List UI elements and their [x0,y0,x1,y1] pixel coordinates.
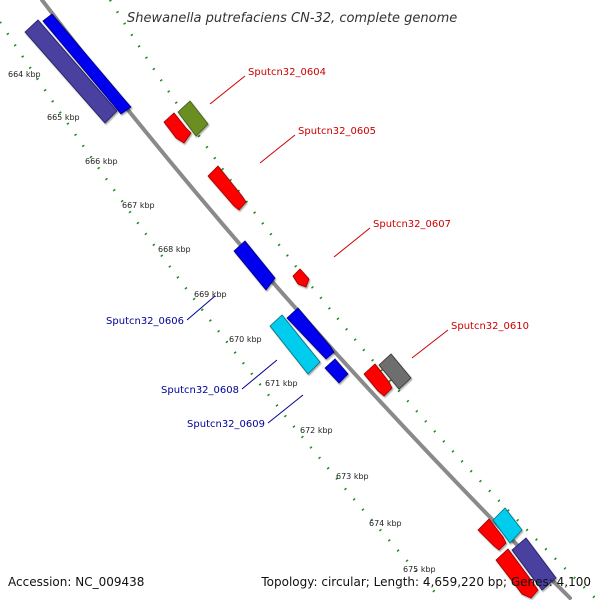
tick-label-664: 664 kbp [8,70,41,79]
gene-label-0609[interactable]: Sputcn32_0609 [187,419,265,430]
callout-line-0609 [267,394,304,424]
gene-label-0608[interactable]: Sputcn32_0608 [161,385,239,396]
callout-line-0610 [411,329,449,359]
outer-track-line [108,0,596,599]
callout-line-0607 [333,227,371,258]
gene-label-0607[interactable]: Sputcn32_0607 [373,219,451,230]
genes-outer-strand [163,100,557,599]
tick-label-675: 675 kbp [403,565,436,574]
label-callouts [186,75,449,424]
gene-label-0605[interactable]: Sputcn32_0605 [298,126,376,137]
gene-labels: Sputcn32_0604 Sputcn32_0605 Sputcn32_060… [106,67,529,430]
tick-label-668: 668 kbp [158,245,191,254]
map-title: Shewanella putrefaciens CN-32, complete … [127,11,457,26]
gene-blue-mid[interactable] [286,307,335,360]
callout-line-0608 [241,359,278,390]
gene-label-0606[interactable]: Sputcn32_0606 [106,316,184,327]
tick-label-673: 673 kbp [336,472,369,481]
tick-label-671: 671 kbp [265,379,298,388]
gene-sputcn32-0610[interactable] [378,353,412,390]
gene-red-bottom-2[interactable] [495,548,539,599]
gene-sputcn32-0606[interactable] [233,240,276,291]
tick-label-672: 672 kbp [300,426,333,435]
tick-label-674: 674 kbp [369,519,402,528]
callout-line-0606 [186,295,216,321]
gene-blue-top[interactable] [42,13,132,115]
gene-sputcn32-0604[interactable] [177,100,209,137]
kbp-tick-labels: 664 kbp 665 kbp 666 kbp 667 kbp 668 kbp … [8,70,436,574]
accession-text: Accession: NC_009438 [8,575,144,589]
gene-red-near-0604[interactable] [163,112,192,144]
gene-label-0604[interactable]: Sputcn32_0604 [248,67,326,78]
gene-red-near-0610[interactable] [363,363,393,397]
gene-label-0610[interactable]: Sputcn32_0610 [451,321,529,332]
gene-navy-bottom[interactable] [511,537,557,591]
tick-label-665: 665 kbp [47,113,80,122]
tick-label-666: 666 kbp [85,157,118,166]
gene-sputcn32-0608[interactable] [269,314,321,375]
gene-sputcn32-0607[interactable] [292,268,310,288]
genome-backbone [40,0,572,600]
tick-label-670: 670 kbp [229,335,262,344]
genes-inner-strand [24,13,349,384]
callout-line-0605 [259,134,296,164]
tick-label-669: 669 kbp [194,290,227,299]
topology-text: Topology: circular; Length: 4,659,220 bp… [260,575,591,589]
gene-sputcn32-0605[interactable] [207,165,247,211]
gene-sputcn32-0609[interactable] [324,358,349,384]
inner-track-line [0,21,441,599]
gene-red-bottom-1[interactable] [477,518,507,551]
gene-cyan-bottom[interactable] [492,507,523,544]
gene-navy-top[interactable] [24,19,118,124]
callout-line-0604 [209,75,246,105]
tick-label-667: 667 kbp [122,201,155,210]
